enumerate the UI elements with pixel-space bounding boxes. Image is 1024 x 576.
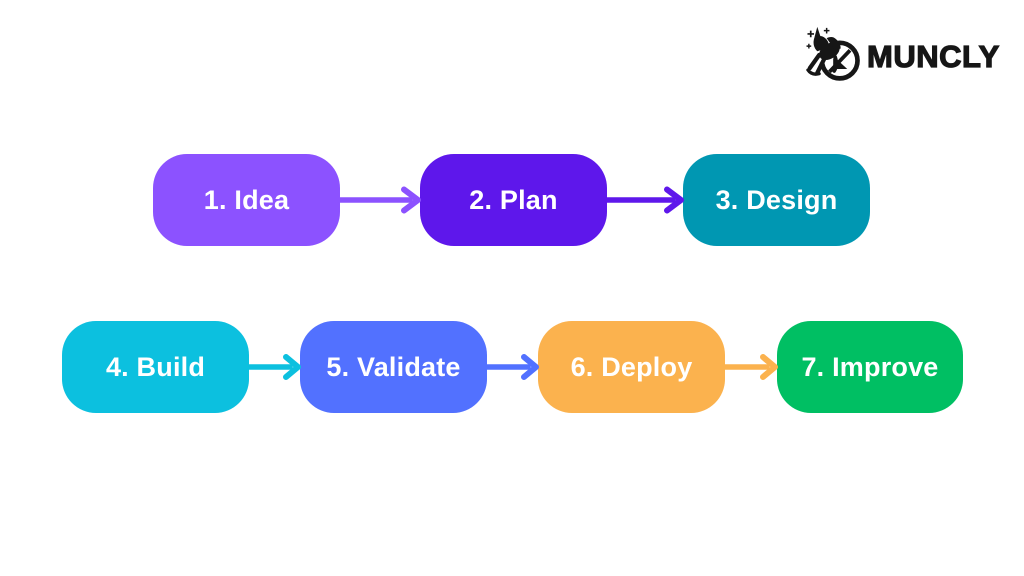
step-box-plan: 2. Plan: [420, 154, 607, 246]
step-box-deploy: 6. Deploy: [538, 321, 725, 413]
step-label: 3. Design: [715, 184, 838, 215]
step-box-build: 4. Build: [62, 321, 249, 413]
arrow-icon-validate-to-deploy: [485, 345, 540, 389]
step-box-improve: 7. Improve: [777, 321, 963, 413]
brand-logo: MUNCLY: [806, 26, 1000, 84]
step-label: 4. Build: [105, 351, 206, 382]
arrow-icon-idea-to-plan: [338, 178, 422, 222]
arrow-icon-deploy-to-improve: [723, 345, 779, 389]
step-label: 5. Validate: [326, 351, 461, 382]
step-box-design: 3. Design: [683, 154, 870, 246]
arrow-icon-plan-to-design: [605, 178, 685, 222]
step-label: 7. Improve: [801, 351, 939, 382]
step-box-validate: 5. Validate: [300, 321, 487, 413]
step-label: 1. Idea: [203, 184, 290, 215]
brand-name: MUNCLY: [866, 38, 1000, 74]
arrow-icon-build-to-validate: [246, 345, 302, 389]
unicorn-circle-logo-icon: [806, 26, 866, 84]
step-label: 6. Deploy: [570, 351, 693, 382]
step-box-idea: 1. Idea: [153, 154, 340, 246]
step-label: 2. Plan: [469, 184, 558, 215]
